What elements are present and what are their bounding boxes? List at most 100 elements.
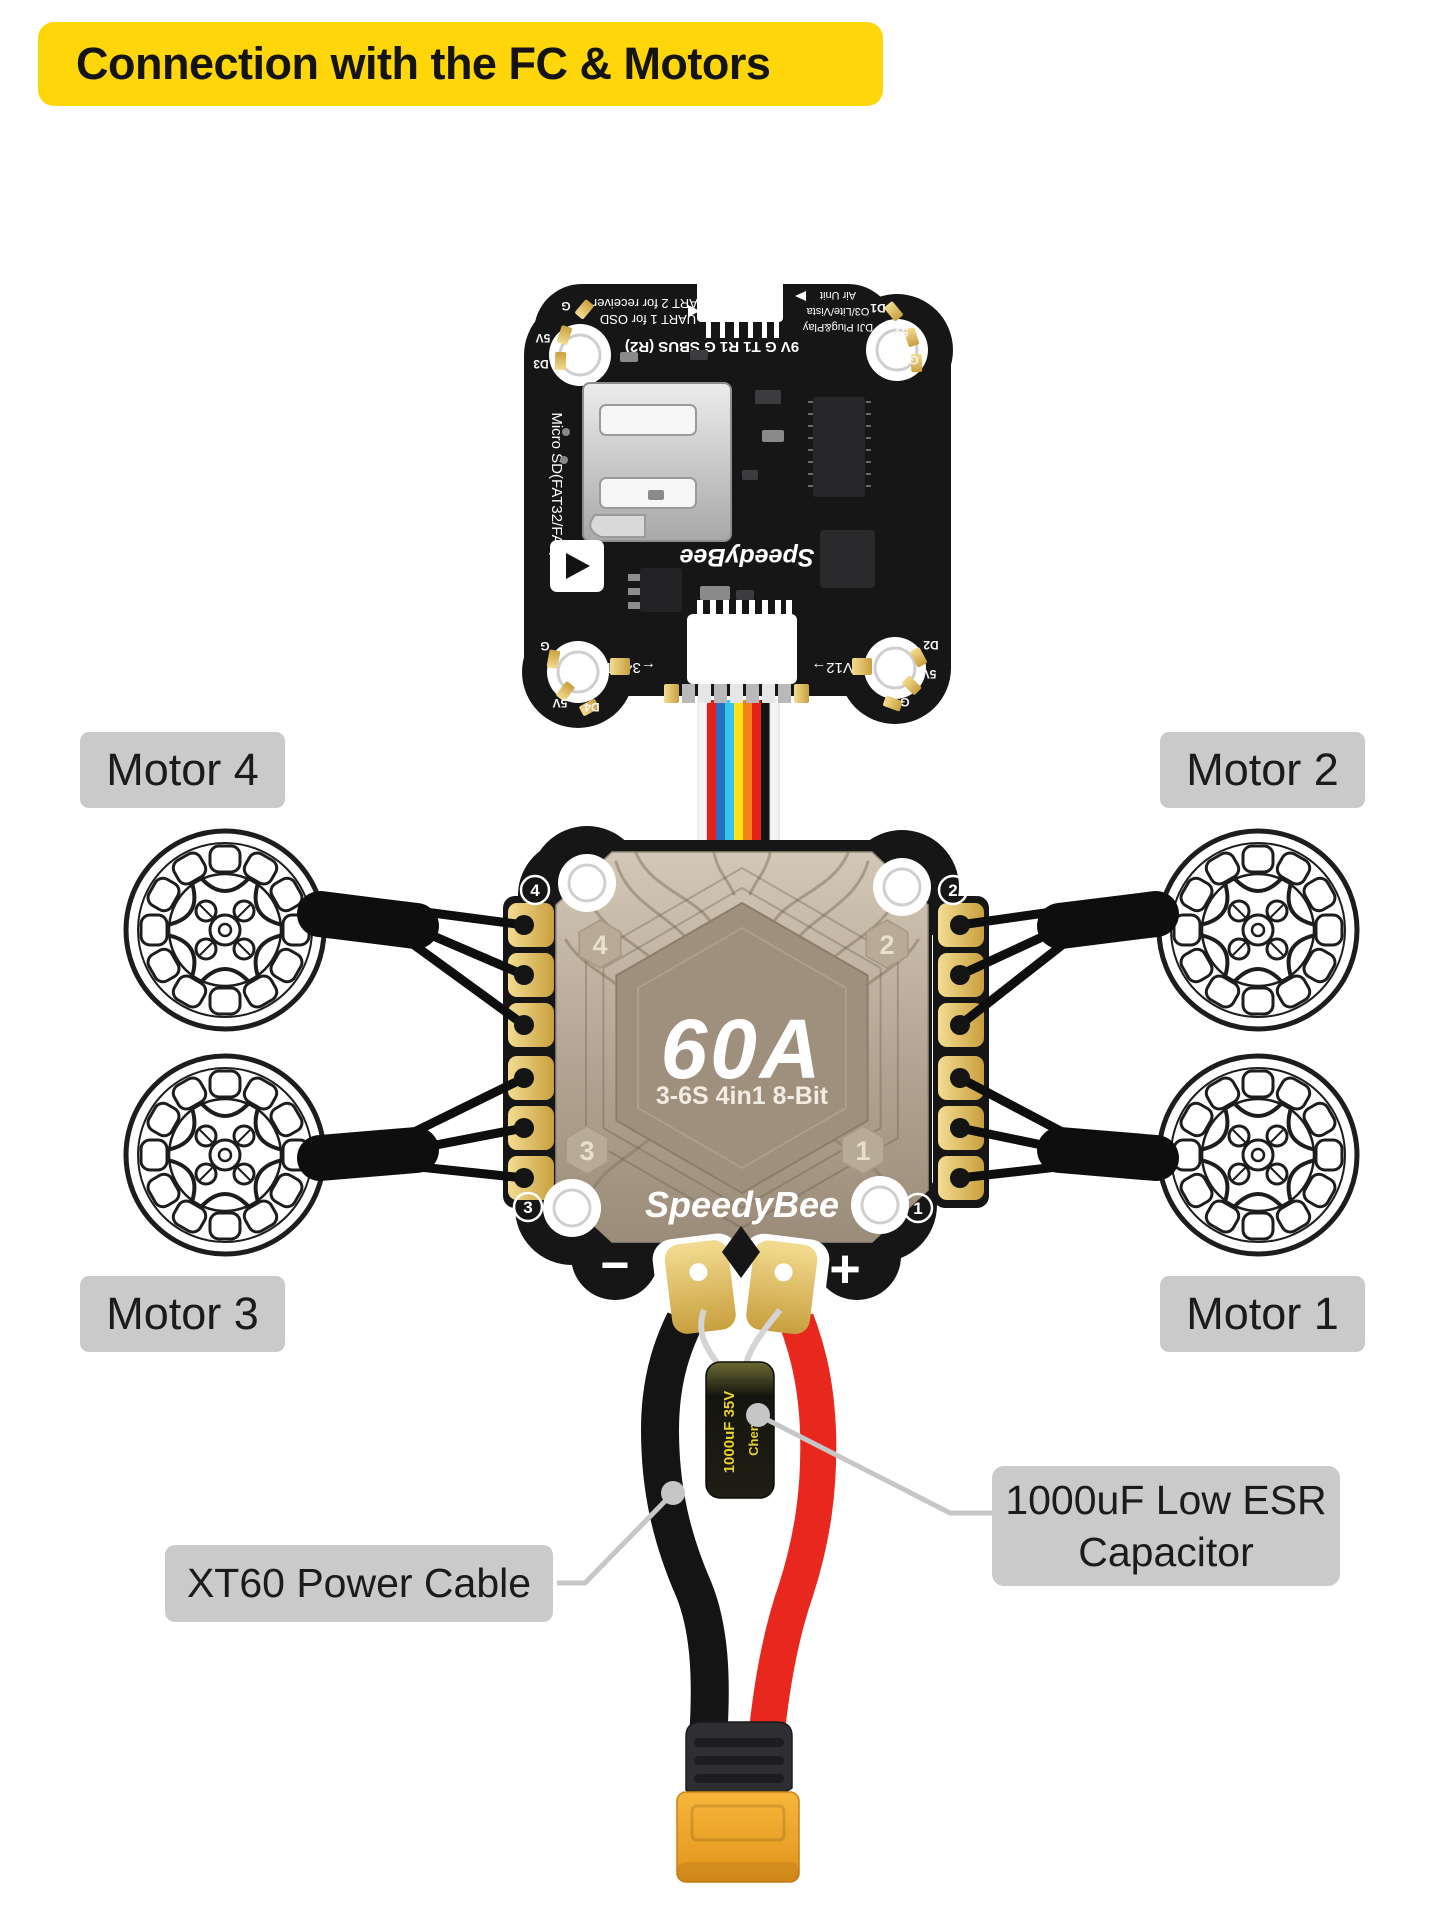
fc-esc-ribbon-cable [697, 699, 780, 861]
fc-bottom-connector-pins [697, 600, 792, 615]
fc-smd-components [560, 350, 875, 612]
fc-sd-card-socket [582, 382, 732, 542]
esc-heatsink: 4 2 3 1 60A 3-6S 4in1 8-Bit SpeedyBee [555, 851, 929, 1243]
svg-text:2: 2 [948, 881, 957, 900]
svg-text:D1: D1 [870, 301, 886, 315]
flight-controller-board: G 5V D3 D1 5V G G 5V D4 D2 5V G UART 2 f… [522, 274, 953, 728]
motor3-wires [405, 1073, 529, 1183]
fc-corner-pads [546, 299, 927, 716]
micro-sd-card-icon [550, 540, 604, 592]
motor-phase-wires [297, 891, 1179, 1183]
capacitor-print-value: 1000uF 35V [721, 1391, 738, 1474]
svg-text:G: G [561, 299, 570, 313]
esc-brand-logo: SpeedyBee [645, 1184, 839, 1225]
fc-silk-dji-3: Air Unit [820, 289, 856, 301]
svg-text:1: 1 [913, 1199, 922, 1218]
esc-current-rating: 60A [660, 1002, 823, 1096]
svg-text:D3: D3 [533, 357, 549, 371]
ribbon-wire [725, 700, 734, 860]
svg-text:G: G [909, 353, 918, 367]
xt60-connector [676, 1721, 800, 1883]
capacitor-callout-line2: Capacitor [1078, 1529, 1254, 1575]
callout-lines [557, 1412, 993, 1586]
svg-text:3: 3 [523, 1198, 532, 1217]
svg-text:5V: 5V [894, 325, 909, 339]
arrow-left-icon [795, 291, 806, 301]
ribbon-wire [697, 699, 708, 861]
solder-joints [514, 915, 970, 1188]
capacitor-lead [698, 1308, 721, 1366]
motor1-wires [955, 1073, 1071, 1183]
capacitor-lead [743, 1308, 783, 1365]
motor-3-label: Motor 3 [80, 1276, 285, 1352]
motor1-wire-sleeve [1037, 1127, 1179, 1181]
svg-text:4: 4 [592, 930, 607, 960]
svg-text:5V: 5V [922, 667, 937, 681]
xt60-callout-dot [661, 1481, 685, 1505]
svg-text:D2: D2 [923, 638, 939, 652]
battery-wire-negative [640, 1281, 729, 1759]
ribbon-wire [752, 700, 761, 860]
esc-mounting-holes [543, 854, 931, 1237]
fc-bottom-pad-row [610, 658, 872, 703]
motor-2-label: Motor 2 [1160, 732, 1365, 808]
heatsink-number-badges: 4 2 3 1 [565, 919, 909, 1175]
esc-board: 4 2 3 1 60A 3-6S 4in1 8-Bit SpeedyBee [503, 826, 989, 1335]
motor-4-label: Motor 4 [80, 732, 285, 808]
capacitor-body [705, 1361, 775, 1499]
fc-top-connector [697, 274, 783, 322]
fc-corner-pad-labels: G 5V D3 D1 5V G G 5V D4 D2 5V G [533, 299, 939, 714]
fc-silk-gv12: GV12→ [811, 659, 864, 676]
heatsink-center-hexagon [615, 901, 869, 1195]
xt60-body [676, 1791, 800, 1883]
ribbon-wire [734, 700, 743, 860]
battery-wire-positive [748, 1282, 837, 1758]
fc-silk-uart2: UART 2 for receiver [592, 296, 707, 311]
ribbon-wire [761, 700, 770, 860]
fc-brand-logo: SpeedyBee [680, 543, 815, 571]
battery-minus-symbol: − [600, 1237, 629, 1293]
capacitor: 1000uF 35V Chengx [698, 1308, 783, 1499]
svg-text:5V: 5V [553, 696, 568, 710]
motor-1-drawing [1159, 1056, 1357, 1254]
ribbon-wire [716, 700, 725, 860]
ribbon-wire [769, 699, 780, 861]
fc-silk-micro-sd: Micro SD(FAT32/FAT) [548, 412, 565, 557]
fc-silk-pin-row: 9V G T1 R1 G SBUS (R2) [625, 338, 799, 355]
svg-text:D4: D4 [584, 700, 600, 714]
ribbon-wire [743, 700, 752, 860]
xt60-callout-line [557, 1491, 675, 1586]
svg-text:3: 3 [579, 1136, 594, 1166]
motor4-wires [405, 905, 529, 1030]
fc-silk-dji-1: DJI Plug&Play [802, 321, 873, 333]
battery-plus-symbol: + [829, 1239, 861, 1299]
svg-text:2: 2 [879, 930, 894, 960]
capacitor-callout-line [756, 1412, 993, 1516]
fc-silk-dji-2: O3/Lite/Vista [806, 305, 870, 317]
capacitor-callout-label: 1000uF Low ESR Capacitor [992, 1466, 1340, 1586]
capacitor-callout-line1: 1000uF Low ESR [1005, 1477, 1327, 1523]
fc-silk-uart1: UART 1 for OSD [600, 312, 696, 327]
motor3-wire-sleeve [297, 1127, 439, 1181]
motor-3-drawing [126, 1056, 324, 1254]
esc-battery-pads [652, 1226, 830, 1335]
svg-text:5V: 5V [536, 331, 551, 345]
ribbon-wire [707, 700, 716, 860]
fc-bottom-connector [687, 614, 797, 684]
motor-4-drawing [126, 831, 324, 1029]
motor2-wire-sleeve [1037, 891, 1179, 949]
motor-1-label: Motor 1 [1160, 1276, 1365, 1352]
motor2-wires [955, 905, 1071, 1030]
motor-2-drawing [1159, 831, 1357, 1029]
svg-text:4: 4 [530, 881, 540, 900]
svg-text:G: G [900, 695, 909, 709]
svg-text:1: 1 [855, 1136, 870, 1166]
motor4-wire-sleeve [297, 891, 439, 949]
esc-spec: 3-6S 4in1 8-Bit [656, 1082, 829, 1110]
page-title: Connection with the FC & Motors [38, 22, 883, 106]
svg-text:G: G [540, 639, 549, 653]
fc-top-connector-pins [706, 322, 779, 338]
arrow-right-icon [688, 305, 700, 317]
